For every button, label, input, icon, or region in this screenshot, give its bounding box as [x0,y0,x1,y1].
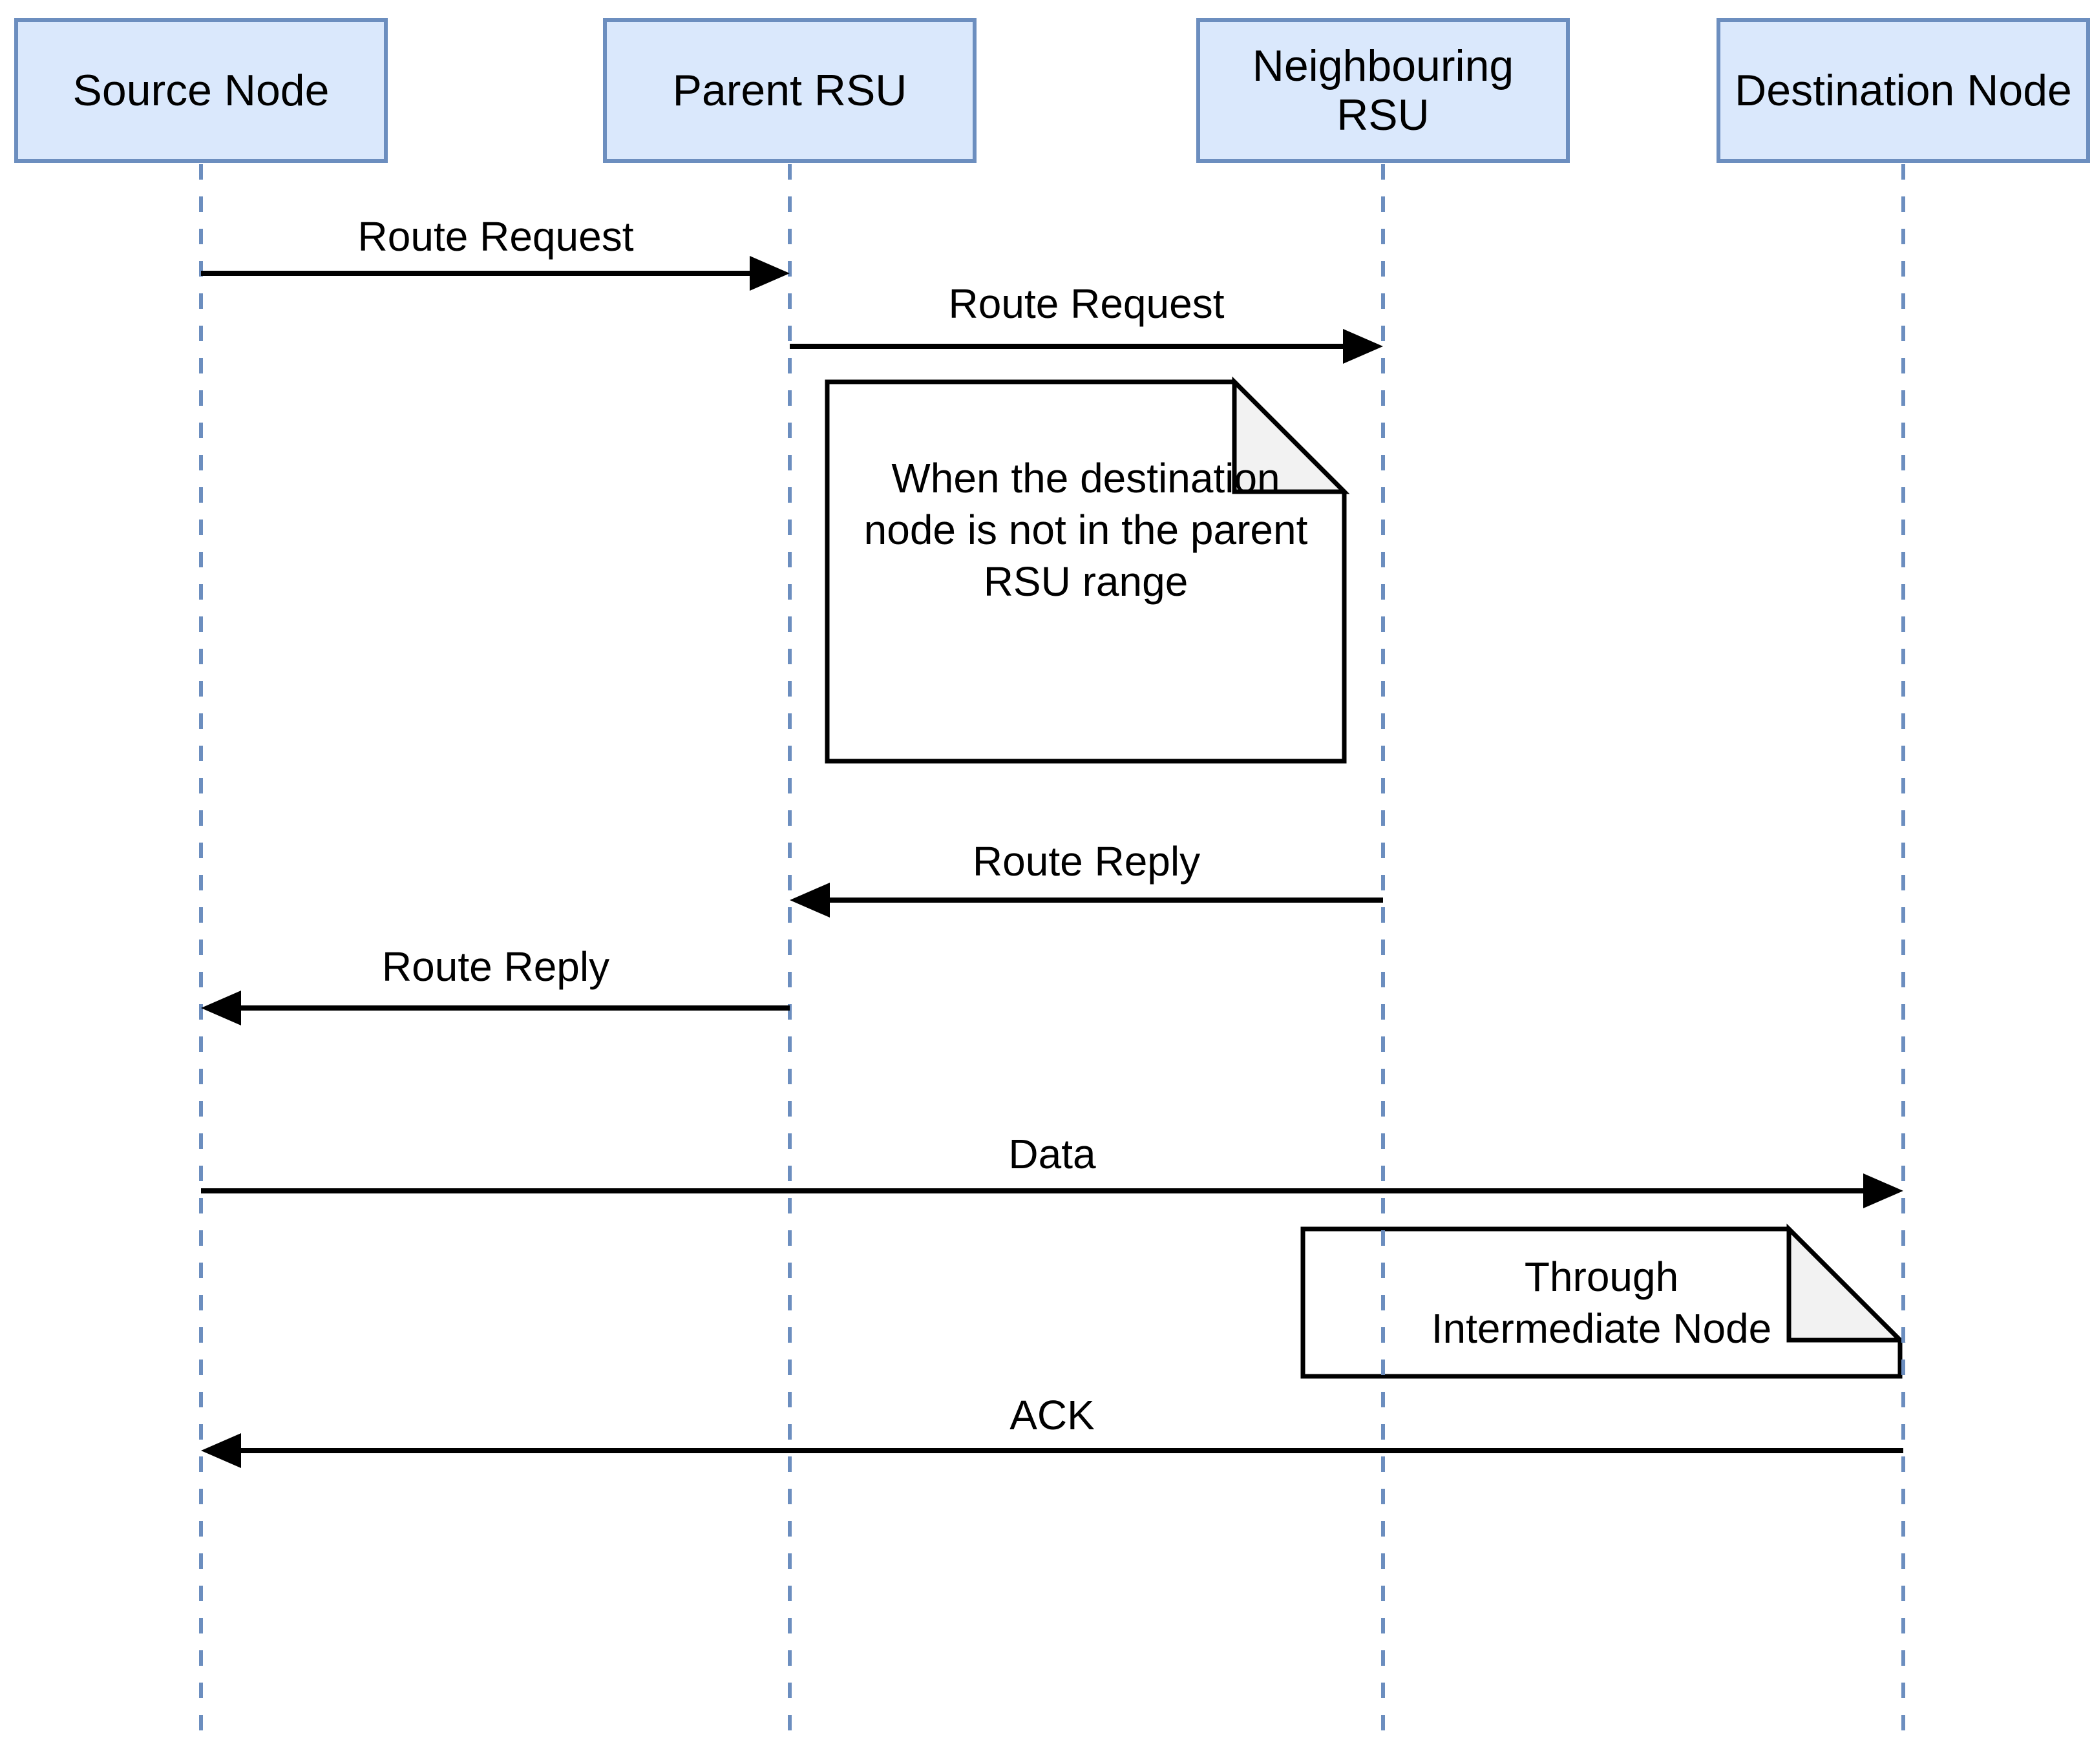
note-fold-icon [1786,1223,1906,1343]
note-text-destination-range: When the destination node is not in the … [863,455,1308,605]
message-arrow-route-reply-2 [201,991,790,1025]
message-label-route-reply-2: Route Reply [381,943,610,990]
actor-source-node: Source Node [14,18,388,163]
arrowhead-icon [1863,1173,1903,1208]
message-label-route-request-1: Route Request [357,213,634,260]
message-label-ack: ACK [1009,1392,1095,1438]
arrowhead-icon [790,883,830,918]
note-outline [1300,1226,1903,1379]
message-label-data: Data [1008,1131,1096,1177]
message-arrow-route-request-1 [201,256,790,291]
actor-destination-node: Destination Node [1717,18,2090,163]
message-arrow-ack [201,1433,1903,1468]
message-label-route-request-2: Route Request [948,280,1225,327]
arrowhead-icon [201,991,241,1025]
message-arrow-route-request-2 [790,329,1383,364]
message-arrow-route-reply-1 [790,883,1383,918]
note-shape-destination-range [825,376,1350,764]
arrowhead-icon [1343,329,1383,364]
note-outline [825,379,1347,764]
note-shape-intermediate-node [1300,1223,1906,1379]
actor-neighbouring-rsu: Neighbouring RSU [1196,18,1570,163]
actor-parent-rsu: Parent RSU [603,18,977,163]
note-text-intermediate-node: Through Intermediate Node [1431,1254,1772,1352]
arrowhead-icon [750,256,790,291]
message-label-route-reply-1: Route Reply [972,838,1201,885]
note-fold-icon [1232,376,1350,494]
message-arrow-data [201,1173,1903,1208]
arrowhead-icon [201,1433,241,1468]
